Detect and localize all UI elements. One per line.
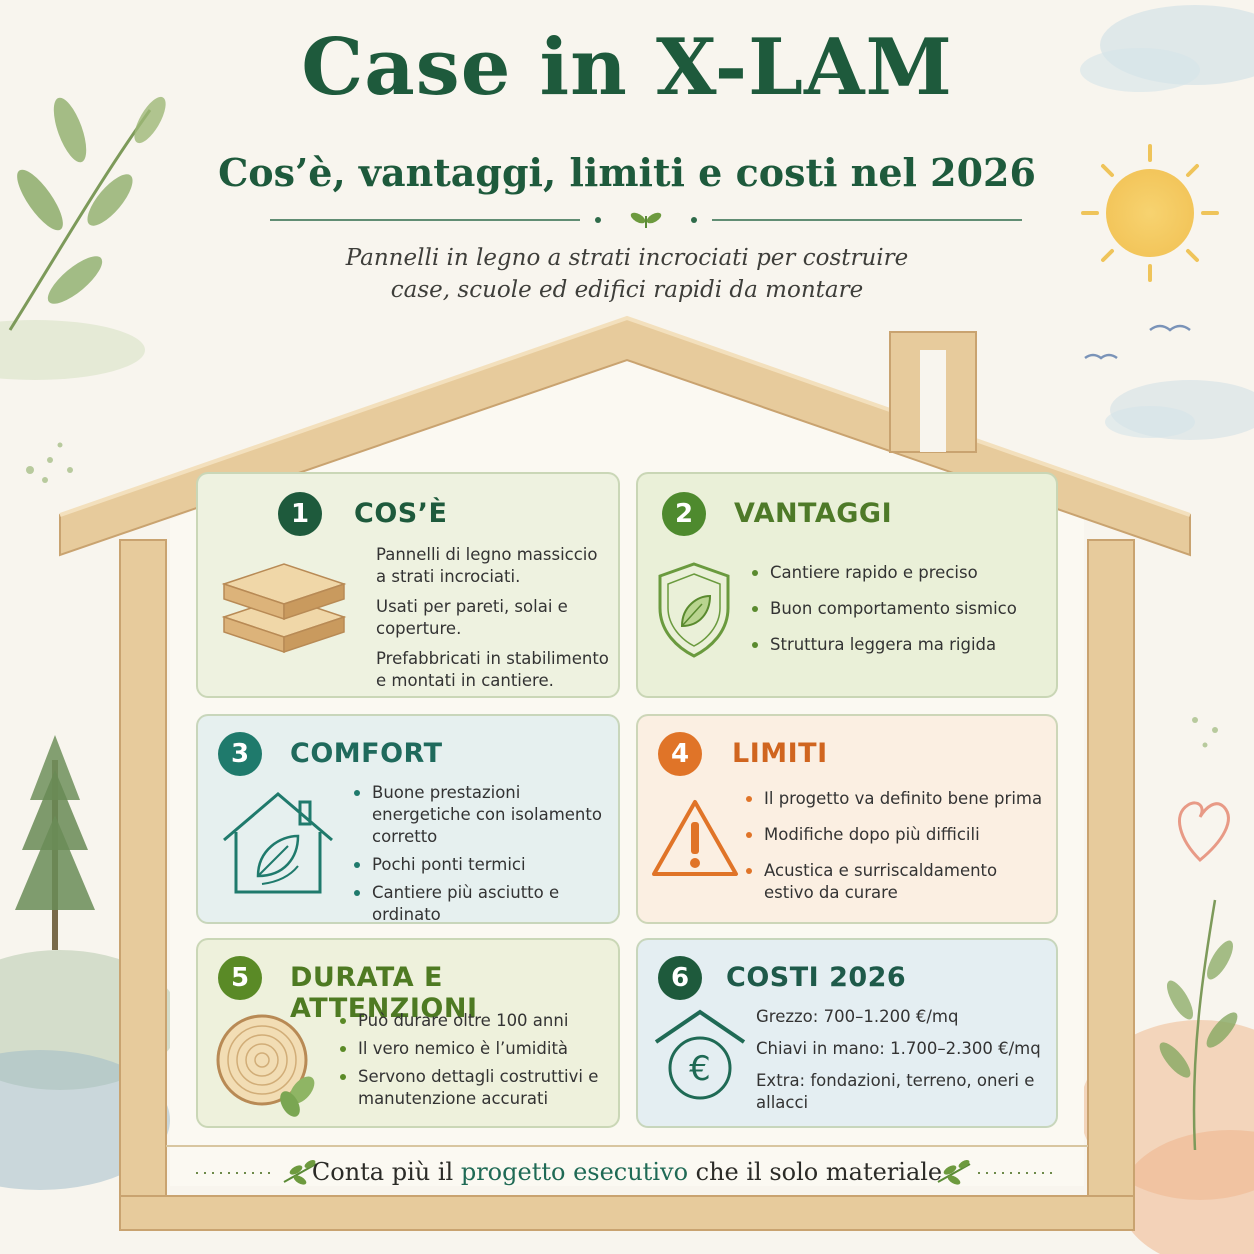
page-subtitle: Cos’è, vantaggi, limiti e costi nel 2026	[218, 150, 1036, 195]
leaf-sprig-icon	[283, 1160, 317, 1185]
list-item: Il vero nemico è l’umidità	[338, 1038, 608, 1060]
sprout-icon	[630, 212, 662, 228]
card-vantaggi: 2 VANTAGGI Cantiere rapido e preciso Buo…	[636, 472, 1058, 698]
list-item: Servono dettagli costruttivi e manutenzi…	[338, 1066, 608, 1110]
cost-row-extra: Extra: fondazioni, terreno, oneri e alla…	[756, 1070, 1052, 1114]
euro-house-icon: €	[654, 1009, 746, 1100]
list-item: Il progetto va definito bene prima	[744, 788, 1044, 810]
cost-row-grezzo: Grezzo: 700–1.200 €/mq	[756, 1006, 1052, 1028]
cose-paragraph-2: Usati per pareti, solai e coperture.	[376, 597, 568, 638]
cost-label: Chiavi in mano:	[756, 1039, 885, 1058]
house-leaf-icon	[223, 792, 333, 894]
list-item: Cantiere più asciutto e ordinato	[352, 882, 612, 926]
footer-text-before: Conta più il	[311, 1158, 461, 1186]
card-cose: 1 COS’È Pannelli di legno massiccio a st…	[196, 472, 620, 698]
birds-icon	[1084, 324, 1191, 360]
card-title: DURATA E ATTENZIONI	[290, 962, 478, 1024]
costi-rows: Grezzo: 700–1.200 €/mq Chiavi in mano: 1…	[756, 1006, 1052, 1124]
page-title: Case in X-LAM	[301, 22, 953, 113]
cost-label: Extra:	[756, 1071, 806, 1090]
wood-log-icon	[216, 1014, 315, 1117]
cose-paragraph-1: Pannelli di legno massiccio a strati inc…	[376, 545, 598, 586]
list-item: Struttura leggera ma rigida	[750, 634, 1050, 656]
list-item: Cantiere rapido e preciso	[750, 562, 1050, 584]
plant-icon	[1159, 899, 1238, 1151]
card-number: 2	[662, 492, 706, 536]
card-number: 4	[658, 732, 702, 776]
leaf-branch-icon	[8, 96, 166, 331]
wood-panels-icon	[221, 563, 347, 654]
cost-value: fondazioni, terreno, oneri e allacci	[756, 1071, 1035, 1112]
cost-value: 700–1.200 €/mq	[823, 1007, 959, 1026]
list-item: Modifiche dopo più difficili	[744, 824, 1044, 846]
tagline-line-1: Pannelli in legno a strati incrociati pe…	[345, 245, 909, 271]
list-item: Pochi ponti termici	[352, 854, 612, 876]
card-durata: 5 DURATA E ATTENZIONI Può durare oltre 1…	[196, 938, 620, 1128]
warning-icon	[652, 800, 738, 876]
vantaggi-list: Cantiere rapido e preciso Buon comportam…	[750, 562, 1050, 670]
heart-icon	[1178, 801, 1230, 863]
footer-highlight: progetto esecutivo	[460, 1158, 689, 1186]
card-number: 1	[278, 492, 322, 536]
card-comfort: 3 COMFORT Buone prestazioni energetiche …	[196, 714, 620, 924]
footer-text-after: che il solo materiale	[688, 1158, 943, 1186]
cost-row-chiavi: Chiavi in mano: 1.700–2.300 €/mq	[756, 1038, 1052, 1060]
title-divider	[270, 212, 1022, 228]
list-item: Acustica e surriscaldamento estivo da cu…	[744, 860, 1044, 904]
footer-text: Conta più il progetto esecutivo che il s…	[196, 1158, 1058, 1186]
card-title: VANTAGGI	[734, 498, 893, 529]
list-item: Buone prestazioni energetiche con isolam…	[352, 782, 612, 848]
sun-icon	[1081, 144, 1219, 282]
card-limiti: 4 LIMITI Il progetto va definito bene pr…	[636, 714, 1058, 924]
list-item: Può durare oltre 100 anni	[338, 1010, 608, 1032]
leaf-sprig-icon	[937, 1160, 971, 1185]
tagline: Pannelli in legno a strati incrociati pe…	[250, 242, 1004, 306]
comfort-list: Buone prestazioni energetiche con isolam…	[352, 782, 612, 932]
cost-value: 1.700–2.300 €/mq	[890, 1039, 1041, 1058]
footer-ornament-right	[937, 1160, 1058, 1185]
card-title: COMFORT	[290, 738, 443, 769]
card-text: Pannelli di legno massiccio a strati inc…	[376, 544, 610, 700]
list-item: Buon comportamento sismico	[750, 598, 1050, 620]
pine-tree-icon	[15, 735, 95, 950]
card-title: LIMITI	[732, 738, 828, 769]
card-costi: 6 COSTI 2026 € Grezzo: 700–1.200 €/mq Ch…	[636, 938, 1058, 1128]
card-number: 6	[658, 956, 702, 1000]
cose-paragraph-3: Prefabbricati in stabilimento e montati …	[376, 649, 609, 690]
footer: Conta più il progetto esecutivo che il s…	[196, 1152, 1058, 1196]
tagline-line-2: case, scuole ed edifici rapidi da montar…	[390, 277, 864, 303]
svg-text:€: €	[689, 1049, 711, 1089]
limiti-list: Il progetto va definito bene prima Modif…	[744, 788, 1044, 918]
card-title: COS’È	[354, 498, 448, 529]
cost-label: Grezzo:	[756, 1007, 819, 1026]
card-title: COSTI 2026	[726, 962, 907, 993]
card-number: 3	[218, 732, 262, 776]
durata-list: Può durare oltre 100 anni Il vero nemico…	[338, 1010, 608, 1116]
card-number: 5	[218, 956, 262, 1000]
shield-leaf-icon	[658, 562, 730, 658]
footer-ornament-left	[196, 1160, 317, 1185]
